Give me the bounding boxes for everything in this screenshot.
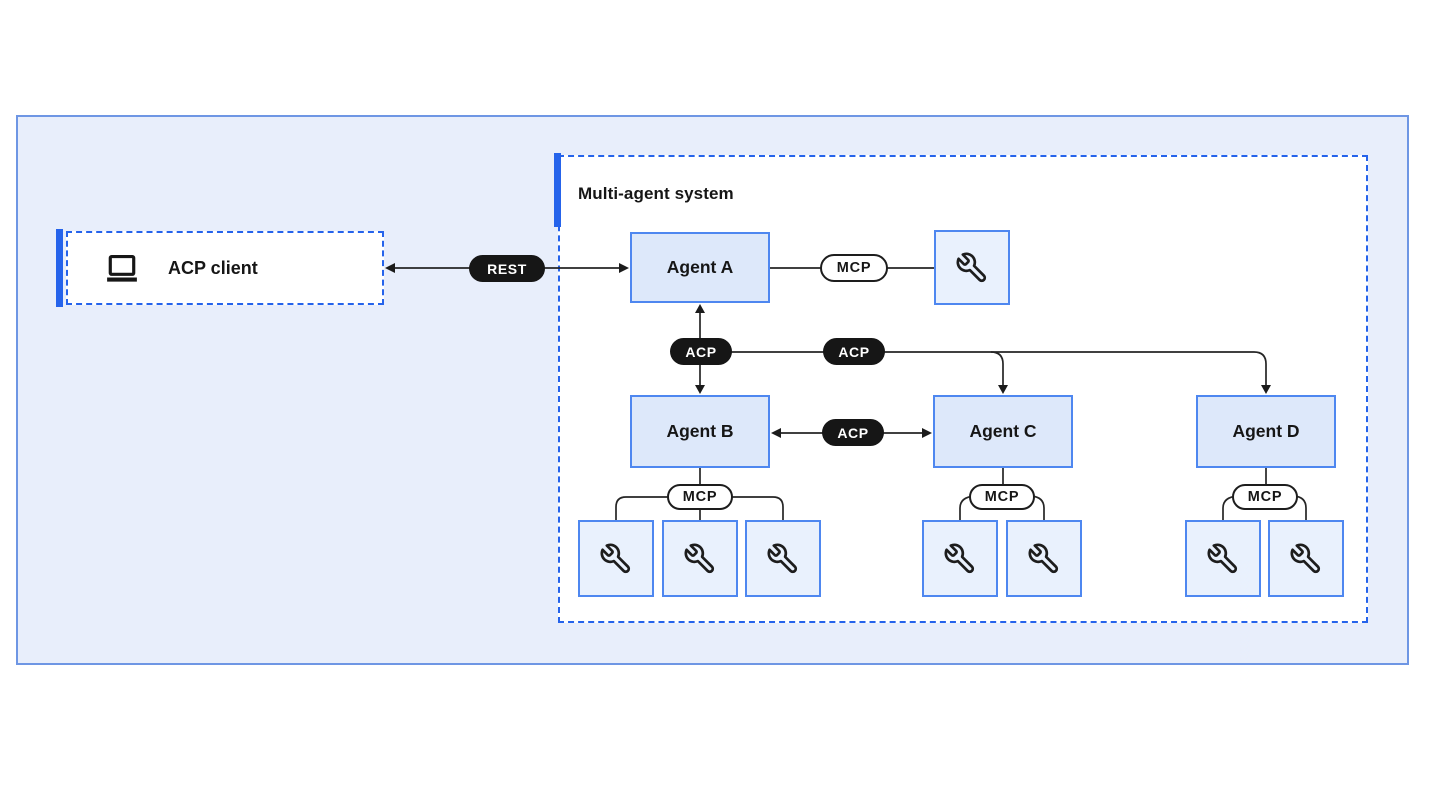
acp-pill-b-c: ACP <box>822 419 884 446</box>
wrench-icon <box>600 543 631 573</box>
wrench-icon <box>944 543 975 573</box>
tool-box-agent-b-2 <box>662 520 738 597</box>
agent-d-box: Agent D <box>1196 395 1336 468</box>
agent-b-box: Agent B <box>630 395 770 468</box>
mcp-pill-agent-b: MCP <box>667 484 733 510</box>
wrench-icon <box>767 543 798 573</box>
agent-c-box: Agent C <box>933 395 1073 468</box>
tool-box-agent-c-1 <box>922 520 998 597</box>
agent-a-label: Agent A <box>666 257 734 277</box>
mcp-pill-agent-d: MCP <box>1232 484 1298 510</box>
agent-a-box: Agent A <box>630 232 770 303</box>
wrench-icon <box>1207 543 1238 573</box>
acp-pill-vertical: ACP <box>670 338 732 365</box>
agent-c-label: Agent C <box>969 421 1037 441</box>
acp-client-box: ACP client <box>66 231 384 305</box>
mcp-pill-agent-c: MCP <box>969 484 1035 510</box>
mcp-pill-agent-a: MCP <box>820 254 888 282</box>
tool-box-agent-d-2 <box>1268 520 1344 597</box>
wrench-icon <box>956 252 987 282</box>
agent-b-label: Agent B <box>666 421 734 441</box>
acp-client-accent-bar <box>56 229 63 307</box>
agent-d-label: Agent D <box>1232 421 1300 441</box>
wrench-icon <box>1290 543 1321 573</box>
laptop-icon <box>102 248 142 288</box>
wrench-icon <box>1028 543 1059 573</box>
tool-box-agent-b-1 <box>578 520 654 597</box>
tool-box-agent-a-1 <box>934 230 1010 305</box>
multi-agent-system-title: Multi-agent system <box>578 184 734 203</box>
multi-agent-system-accent-bar <box>554 153 561 227</box>
rest-pill: REST <box>469 255 545 282</box>
tool-box-agent-b-3 <box>745 520 821 597</box>
tool-box-agent-c-2 <box>1006 520 1082 597</box>
acp-pill-trunk: ACP <box>823 338 885 365</box>
acp-client-label: ACP client <box>168 257 258 278</box>
tool-box-agent-d-1 <box>1185 520 1261 597</box>
wrench-icon <box>684 543 715 573</box>
